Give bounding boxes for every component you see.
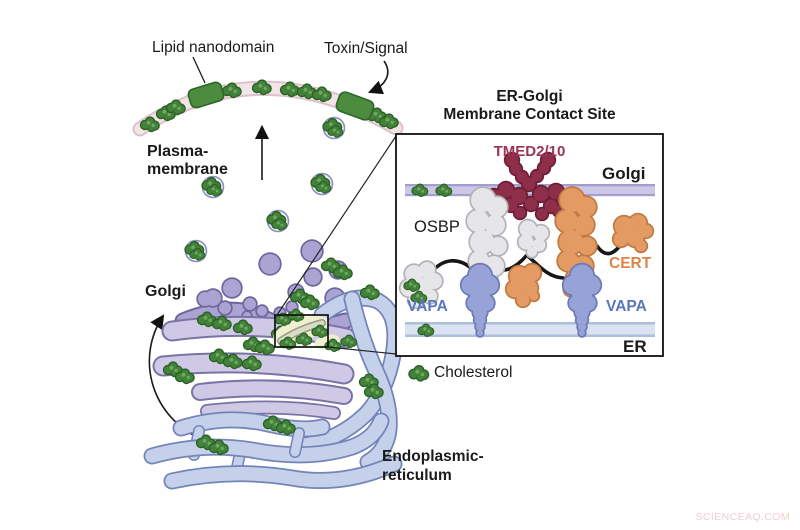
callout-lines bbox=[276, 135, 397, 355]
inset-title-line1: ER-Golgi bbox=[496, 88, 563, 105]
inset-er-label: ER bbox=[623, 337, 647, 356]
osbp-label: OSBP bbox=[414, 218, 460, 236]
golgi-label: Golgi bbox=[145, 283, 186, 300]
vapa-left-label: VAPA bbox=[407, 298, 448, 315]
toxin-signal-nanodomain-shape bbox=[335, 91, 375, 121]
er-label-line1: Endoplasmic- bbox=[382, 448, 484, 465]
plasma-membrane-label-line1: Plasma- bbox=[147, 143, 209, 160]
toxin-signal-label: Toxin/Signal bbox=[324, 40, 408, 57]
toxin-signal-arrow bbox=[367, 60, 389, 95]
inset-cholesterol-clusters bbox=[403, 183, 453, 337]
membrane-cholesterol-clusters bbox=[139, 79, 399, 133]
lipid-nanodomain-label: Lipid nanodomain bbox=[152, 39, 275, 56]
contact-site-proteins bbox=[398, 151, 655, 338]
transport-vesicles bbox=[184, 116, 346, 263]
magnifier-rectangle bbox=[274, 314, 329, 348]
inset-golgi-label: Golgi bbox=[602, 164, 646, 183]
cholesterol-legend-label: Cholesterol bbox=[434, 364, 513, 381]
vapa-right-label: VAPA bbox=[606, 298, 647, 315]
cert-label: CERT bbox=[609, 255, 652, 272]
er-label-line2: reticulum bbox=[382, 467, 452, 484]
inset-title-line2: Membrane Contact Site bbox=[443, 106, 616, 123]
er-network bbox=[143, 289, 404, 490]
inset-border bbox=[395, 133, 664, 357]
tmed-label: TMED2/10 bbox=[493, 143, 566, 160]
inset-membrane-contact-site bbox=[395, 133, 664, 357]
contact-site-highlight bbox=[273, 308, 358, 352]
inset-er-membrane bbox=[405, 322, 655, 337]
lipid-nanodomain-shape bbox=[187, 81, 225, 109]
plasma-membrane-label-line2: membrane bbox=[147, 161, 228, 178]
lipid-nanodomain-pointer-line bbox=[192, 56, 206, 84]
cholesterol-clusters bbox=[162, 257, 384, 456]
cholesterol-legend-icon bbox=[408, 365, 430, 382]
watermark: SCIENCEAQ.COM bbox=[695, 511, 790, 523]
